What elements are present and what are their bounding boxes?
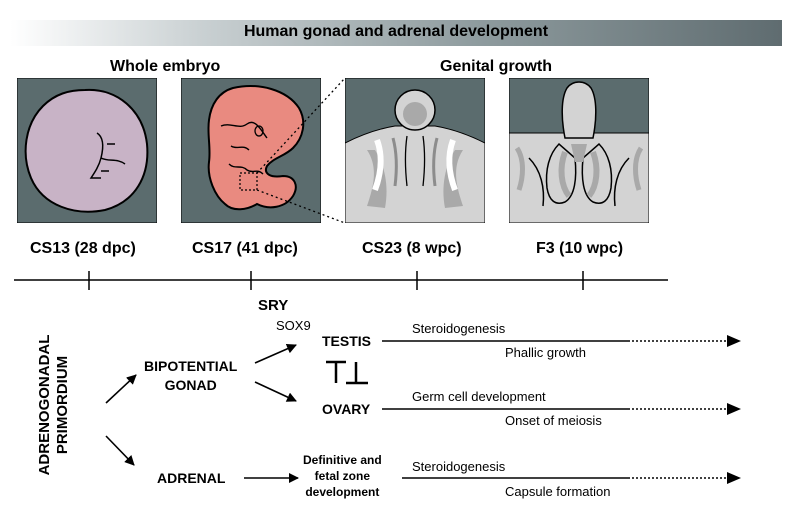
section-whole-embryo: Whole embryo xyxy=(110,58,221,75)
cs13-embryo-panel xyxy=(17,78,157,223)
timeline-axis xyxy=(14,271,668,290)
adrenal-event-capsule: Capsule formation xyxy=(505,484,611,499)
bipotential-gonad-label: BIPOTENTIAL GONAD xyxy=(144,358,238,393)
stage-label-cs17: CS17 (41 dpc) xyxy=(192,240,298,257)
adrenal-label: ADRENAL xyxy=(157,470,226,486)
f3-genital-panel xyxy=(509,78,649,223)
testis-event-phallic-growth: Phallic growth xyxy=(505,345,586,360)
arrow-gonad-to-ovary xyxy=(254,381,297,402)
ovary-event-meiosis: Onset of meiosis xyxy=(505,413,602,428)
primordium-label: ADRENOGONADAL PRIMORDIUM xyxy=(36,334,71,476)
ovary-event-germ-cell: Germ cell development xyxy=(412,389,546,404)
adrenal-event-steroidogenesis: Steroidogenesis xyxy=(412,459,506,474)
cs13-embryo xyxy=(24,88,149,213)
sox9-label: SOX9 xyxy=(276,318,311,333)
testis-event-steroidogenesis: Steroidogenesis xyxy=(412,321,506,336)
stage-label-f3: F3 (10 wpc) xyxy=(536,240,624,257)
cs23-genital-panel xyxy=(345,78,485,223)
definitive-fetal-zone-label: Definitive and fetal zone development xyxy=(303,453,382,499)
arrow-gonad-to-testis xyxy=(254,344,297,364)
title-bar: Human gonad and adrenal development xyxy=(10,20,782,46)
testis-label: TESTIS xyxy=(322,333,372,349)
section-genital-growth: Genital growth xyxy=(440,58,552,75)
stage-label-cs23: CS23 (8 wpc) xyxy=(362,240,462,257)
arrow-primordium-to-gonad xyxy=(105,374,137,404)
stage-label-cs13: CS13 (28 dpc) xyxy=(30,240,136,257)
genital-tubercle-f3 xyxy=(561,81,597,139)
arrow-primordium-to-adrenal xyxy=(105,435,135,466)
sry-label: SRY xyxy=(258,297,289,314)
diagram-title: Human gonad and adrenal development xyxy=(243,23,549,40)
mutual-inhibition-symbol xyxy=(326,360,368,385)
ovary-label: OVARY xyxy=(322,401,371,417)
